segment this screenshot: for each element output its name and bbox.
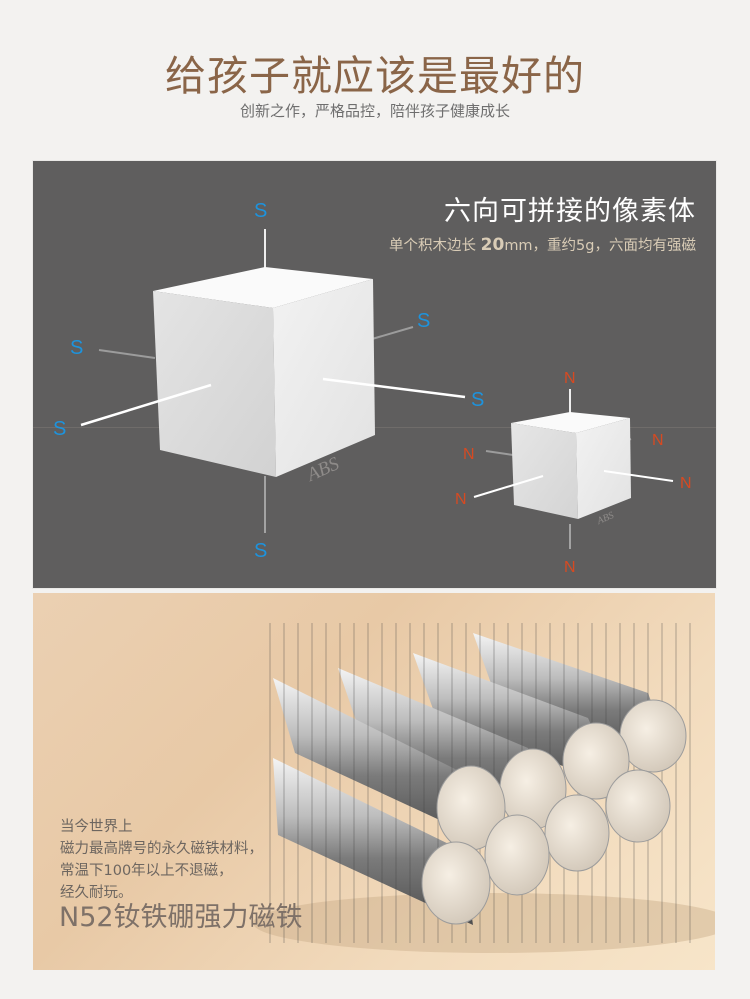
- page-subtitle: 创新之作，严格品控，陪伴孩子健康成长: [239, 102, 510, 120]
- spec-size: 20: [480, 235, 505, 255]
- description-line: 经久耐玩。: [60, 885, 133, 901]
- pole-label-n-top: N: [564, 370, 576, 387]
- cube-panel-spec: 单个积木边长 20mm，重约5g，六面均有强磁: [389, 235, 696, 256]
- large-cube-illustration: [80, 229, 674, 549]
- cube-panel-heading: 六向可拼接的像素体: [444, 196, 696, 227]
- pole-label-n-bottom: N: [564, 559, 576, 576]
- pole-label-n-left-back: N: [463, 446, 475, 463]
- pole-label-s-bottom: S: [254, 540, 268, 562]
- magnet-stack-photo: [253, 623, 715, 953]
- spec-prefix: 单个积木边长: [389, 238, 481, 254]
- pole-label-s-top: S: [254, 200, 268, 222]
- pole-label-s-left-front: S: [53, 418, 67, 440]
- magnet-photo-panel: 当今世界上 磁力最高牌号的永久磁铁材料， 常温下100年以上不退磁， 经久耐玩。…: [33, 593, 715, 970]
- pole-label-n-right-front: N: [680, 475, 692, 492]
- spec-suffix: mm，重约5g，六面均有强磁: [504, 238, 696, 254]
- pole-label-n-right-back: N: [652, 432, 664, 449]
- cube-feature-panel: ABS ABS S S S S S S N N N N N N 六向可拼接的像素…: [33, 161, 716, 588]
- magnet-description: 当今世界上 磁力最高牌号的永久磁铁材料， 常温下100年以上不退磁， 经久耐玩。: [60, 816, 263, 904]
- description-line: 当今世界上: [60, 819, 133, 835]
- pole-label-s-right-back: S: [417, 310, 431, 332]
- pole-label-s-left-back: S: [70, 337, 84, 359]
- header: 给孩子就应该是最好的 创新之作，严格品控，陪伴孩子健康成长: [0, 0, 750, 160]
- magnet-title: N52钕铁硼强力磁铁: [59, 902, 303, 933]
- description-line: 常温下100年以上不退磁，: [60, 863, 233, 879]
- description-line: 磁力最高牌号的永久磁铁材料，: [60, 841, 263, 857]
- pole-label-n-left-front: N: [455, 491, 467, 508]
- page-title: 给孩子就应该是最好的: [165, 52, 585, 100]
- pole-label-s-right-front: S: [471, 389, 485, 411]
